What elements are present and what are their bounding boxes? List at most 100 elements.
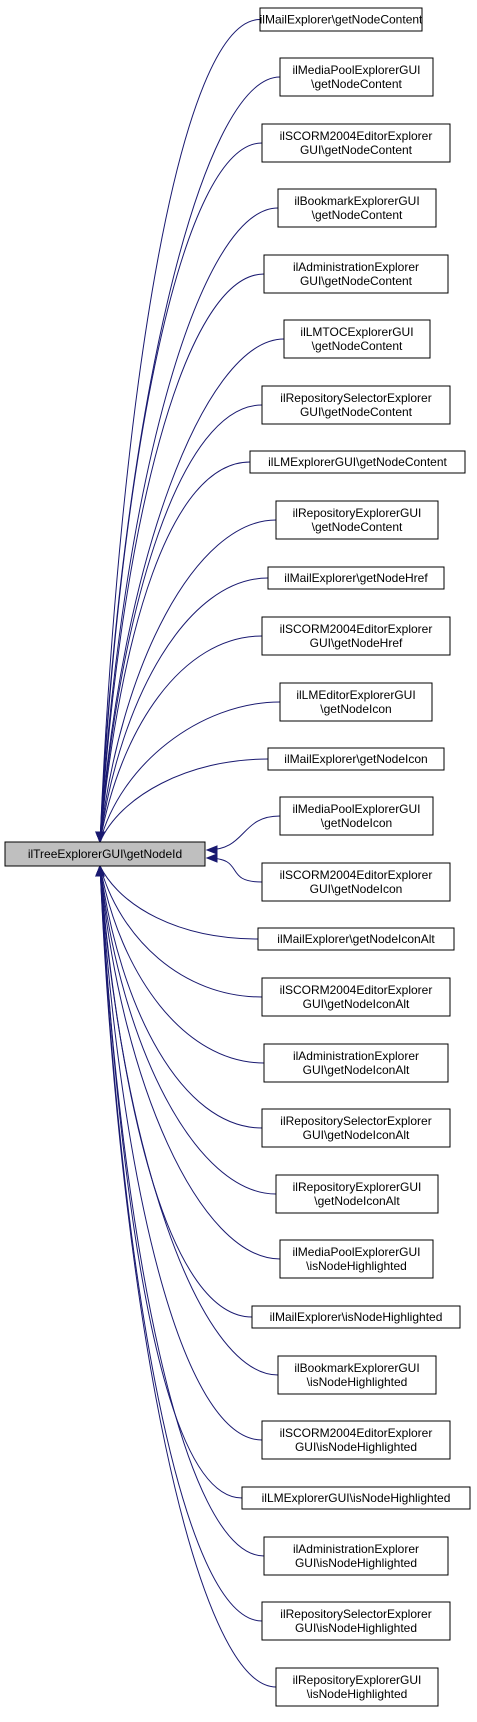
edge-iladministrationexplorergui-isnodehighlighted — [99, 865, 265, 1557]
node-ilrepositoryexplorergui-getnodeiconalt[interactable]: ilRepositoryExplorerGUI\getNodeIconAlt — [275, 1174, 439, 1214]
node-label-line: \isNodeHighlighted — [307, 1375, 408, 1389]
node-ilmailexplorer-getnodeicon[interactable]: ilMailExplorer\getNodeIcon — [267, 747, 445, 771]
node-box — [249, 450, 466, 474]
node-label-line: \getNodeContent — [311, 77, 402, 91]
node-label-line: GUI\isNodeHighlighted — [295, 1440, 417, 1454]
node-label-line: ilSCORM2004EditorExplorer — [280, 622, 433, 636]
node-ilmailexplorer-getnodeiconalt[interactable]: ilMailExplorer\getNodeIconAlt — [257, 927, 455, 951]
root-node-box — [4, 841, 206, 867]
edge-ilrepositoryexplorergui-getnodecontent — [99, 519, 277, 843]
arrowhead-ilmailexplorer-getnodeicon — [95, 831, 105, 844]
node-label-line: ilMailExplorer\getNodeContent — [260, 13, 423, 27]
edge-illmtocexplorergui-getnodecontent — [99, 338, 285, 843]
node-ilbookmarkexplorergui-getnodecontent[interactable]: ilBookmarkExplorerGUI\getNodeContent — [277, 188, 437, 228]
node-box — [279, 682, 433, 722]
node-box — [241, 1486, 471, 1510]
node-box — [261, 123, 451, 163]
edge-ilrepositoryselectorexplorergui-isnodehighlighted — [99, 865, 263, 1622]
node-label-line: ilLMExplorerGUI\getNodeContent — [268, 455, 447, 469]
node-ilmailexplorer-getnodehref[interactable]: ilMailExplorer\getNodeHref — [267, 566, 445, 590]
node-label-line: ilMailExplorer\getNodeIconAlt — [277, 932, 435, 946]
node-ilmailexplorer-getnodecontent[interactable]: ilMailExplorer\getNodeContent — [259, 7, 423, 32]
node-box — [275, 1174, 439, 1214]
node-ilmediapoolexplorergui-getnodecontent[interactable]: ilMediaPoolExplorerGUI\getNodeContent — [279, 57, 434, 97]
node-box — [261, 977, 451, 1017]
node-box — [275, 500, 439, 540]
edge-ilmailexplorer-getnodehref — [99, 577, 269, 843]
edge-ilmediapoolexplorergui-isnodehighlighted — [99, 865, 281, 1260]
node-label-line: GUI\getNodeIconAlt — [303, 1128, 410, 1142]
node-label-line: ilSCORM2004EditorExplorer — [280, 983, 433, 997]
node-box — [283, 319, 431, 359]
node-ilrepositoryselectorexplorergui-isnodehighlighted[interactable]: ilRepositorySelectorExplorerGUI\isNodeHi… — [261, 1601, 451, 1641]
node-label-line: ilMediaPoolExplorerGUI — [292, 1245, 420, 1259]
node-ilrepositoryselectorexplorergui-getnodeiconalt[interactable]: ilRepositorySelectorExplorerGUI\getNodeI… — [261, 1108, 451, 1148]
node-box — [261, 1420, 451, 1460]
node-label-line: ilRepositoryExplorerGUI — [293, 1180, 422, 1194]
node-label-line: ilRepositorySelectorExplorer — [280, 391, 431, 405]
node-ilbookmarkexplorergui-isnodehighlighted[interactable]: ilBookmarkExplorerGUI\isNodeHighlighted — [277, 1355, 437, 1395]
edge-iladministrationexplorergui-getnodeiconalt — [99, 865, 265, 1064]
node-box — [259, 7, 423, 32]
node-label-line: ilMailExplorer\isNodeHighlighted — [270, 1310, 443, 1324]
edge-illmexplorergui-isnodehighlighted — [99, 865, 243, 1499]
node-box — [251, 1305, 461, 1329]
node-iladministrationexplorergui-isnodehighlighted[interactable]: ilAdministrationExplorerGUI\isNodeHighli… — [263, 1536, 449, 1576]
node-iladministrationexplorergui-getnodeiconalt[interactable]: ilAdministrationExplorerGUI\getNodeIconA… — [263, 1043, 449, 1083]
node-label-line: \getNodeIconAlt — [314, 1194, 400, 1208]
node-ilscorm2004editorexplorergui-getnodecontent[interactable]: ilSCORM2004EditorExplorerGUI\getNodeCont… — [261, 123, 451, 163]
node-label-line: ilBookmarkExplorerGUI — [294, 1361, 419, 1375]
node-illmexplorergui-isnodehighlighted[interactable]: ilLMExplorerGUI\isNodeHighlighted — [241, 1486, 471, 1510]
node-label-line: GUI\isNodeHighlighted — [295, 1621, 417, 1635]
node-label-line: \getNodeContent — [312, 208, 403, 222]
node-label-line: ilAdministrationExplorer — [293, 1542, 419, 1556]
node-label-line: ilRepositorySelectorExplorer — [280, 1114, 431, 1128]
node-label-line: GUI\getNodeContent — [300, 143, 413, 157]
node-ilscorm2004editorexplorergui-isnodehighlighted[interactable]: ilSCORM2004EditorExplorerGUI\isNodeHighl… — [261, 1420, 451, 1460]
node-label-line: ilRepositoryExplorerGUI — [293, 506, 422, 520]
node-box — [263, 254, 449, 294]
node-ilmailexplorer-isnodehighlighted[interactable]: ilMailExplorer\isNodeHighlighted — [251, 1305, 461, 1329]
node-ilrepositoryselectorexplorergui-getnodecontent[interactable]: ilRepositorySelectorExplorerGUI\getNodeC… — [261, 385, 451, 425]
node-illmeditorexplorergui-getnodeicon[interactable]: ilLMEditorExplorerGUI\getNodeIcon — [279, 682, 433, 722]
node-illmtocexplorergui-getnodecontent[interactable]: ilLMTOCExplorerGUI\getNodeContent — [283, 319, 431, 359]
edge-ilscorm2004editorexplorergui-getnodeiconalt — [99, 865, 263, 998]
node-box — [279, 796, 434, 836]
node-box — [267, 566, 445, 590]
edge-ilscorm2004editorexplorergui-getnodecontent — [99, 142, 263, 843]
node-box — [261, 385, 451, 425]
node-ilmediapoolexplorergui-getnodeicon[interactable]: ilMediaPoolExplorerGUI\getNodeIcon — [279, 796, 434, 836]
node-label-line: GUI\getNodeContent — [300, 274, 413, 288]
root-node[interactable]: ilTreeExplorerGUI\getNodeId — [4, 841, 206, 867]
node-label-line: ilSCORM2004EditorExplorer — [280, 1426, 433, 1440]
node-label-line: ilAdministrationExplorer — [293, 1049, 419, 1063]
edge-ilscorm2004editorexplorergui-isnodehighlighted — [99, 865, 263, 1441]
node-label-line: \getNodeIcon — [320, 702, 391, 716]
node-label-line: \getNodeIcon — [321, 816, 392, 830]
node-ilscorm2004editorexplorergui-getnodeiconalt[interactable]: ilSCORM2004EditorExplorerGUI\getNodeIcon… — [261, 977, 451, 1017]
node-ilrepositoryexplorergui-isnodehighlighted[interactable]: ilRepositoryExplorerGUI\isNodeHighlighte… — [275, 1667, 439, 1707]
node-box — [257, 927, 455, 951]
node-ilrepositoryexplorergui-getnodecontent[interactable]: ilRepositoryExplorerGUI\getNodeContent — [275, 500, 439, 540]
edge-ilscorm2004editorexplorergui-getnodehref — [99, 635, 263, 843]
node-illmexplorergui-getnodecontent[interactable]: ilLMExplorerGUI\getNodeContent — [249, 450, 466, 474]
node-label-line: ilLMTOCExplorerGUI — [300, 325, 413, 339]
edge-ilrepositoryselectorexplorergui-getnodecontent — [99, 404, 263, 843]
node-label-line: GUI\getNodeHref — [310, 636, 403, 650]
node-box — [261, 1108, 451, 1148]
node-label-line: ilMailExplorer\getNodeHref — [284, 571, 428, 585]
root-node-label: ilTreeExplorerGUI\getNodeId — [28, 847, 182, 861]
node-label-line: ilRepositorySelectorExplorer — [280, 1607, 431, 1621]
edges-layer — [95, 19, 285, 1688]
node-box — [279, 57, 434, 97]
node-box — [261, 616, 451, 656]
node-label-line: \getNodeContent — [312, 339, 403, 353]
node-iladministrationexplorergui-getnodecontent[interactable]: ilAdministrationExplorerGUI\getNodeConte… — [263, 254, 449, 294]
node-box — [261, 1601, 451, 1641]
node-box — [279, 1239, 434, 1279]
node-label-line: GUI\getNodeIconAlt — [303, 1063, 410, 1077]
node-box — [267, 747, 445, 771]
node-ilmediapoolexplorergui-isnodehighlighted[interactable]: ilMediaPoolExplorerGUI\isNodeHighlighted — [279, 1239, 434, 1279]
